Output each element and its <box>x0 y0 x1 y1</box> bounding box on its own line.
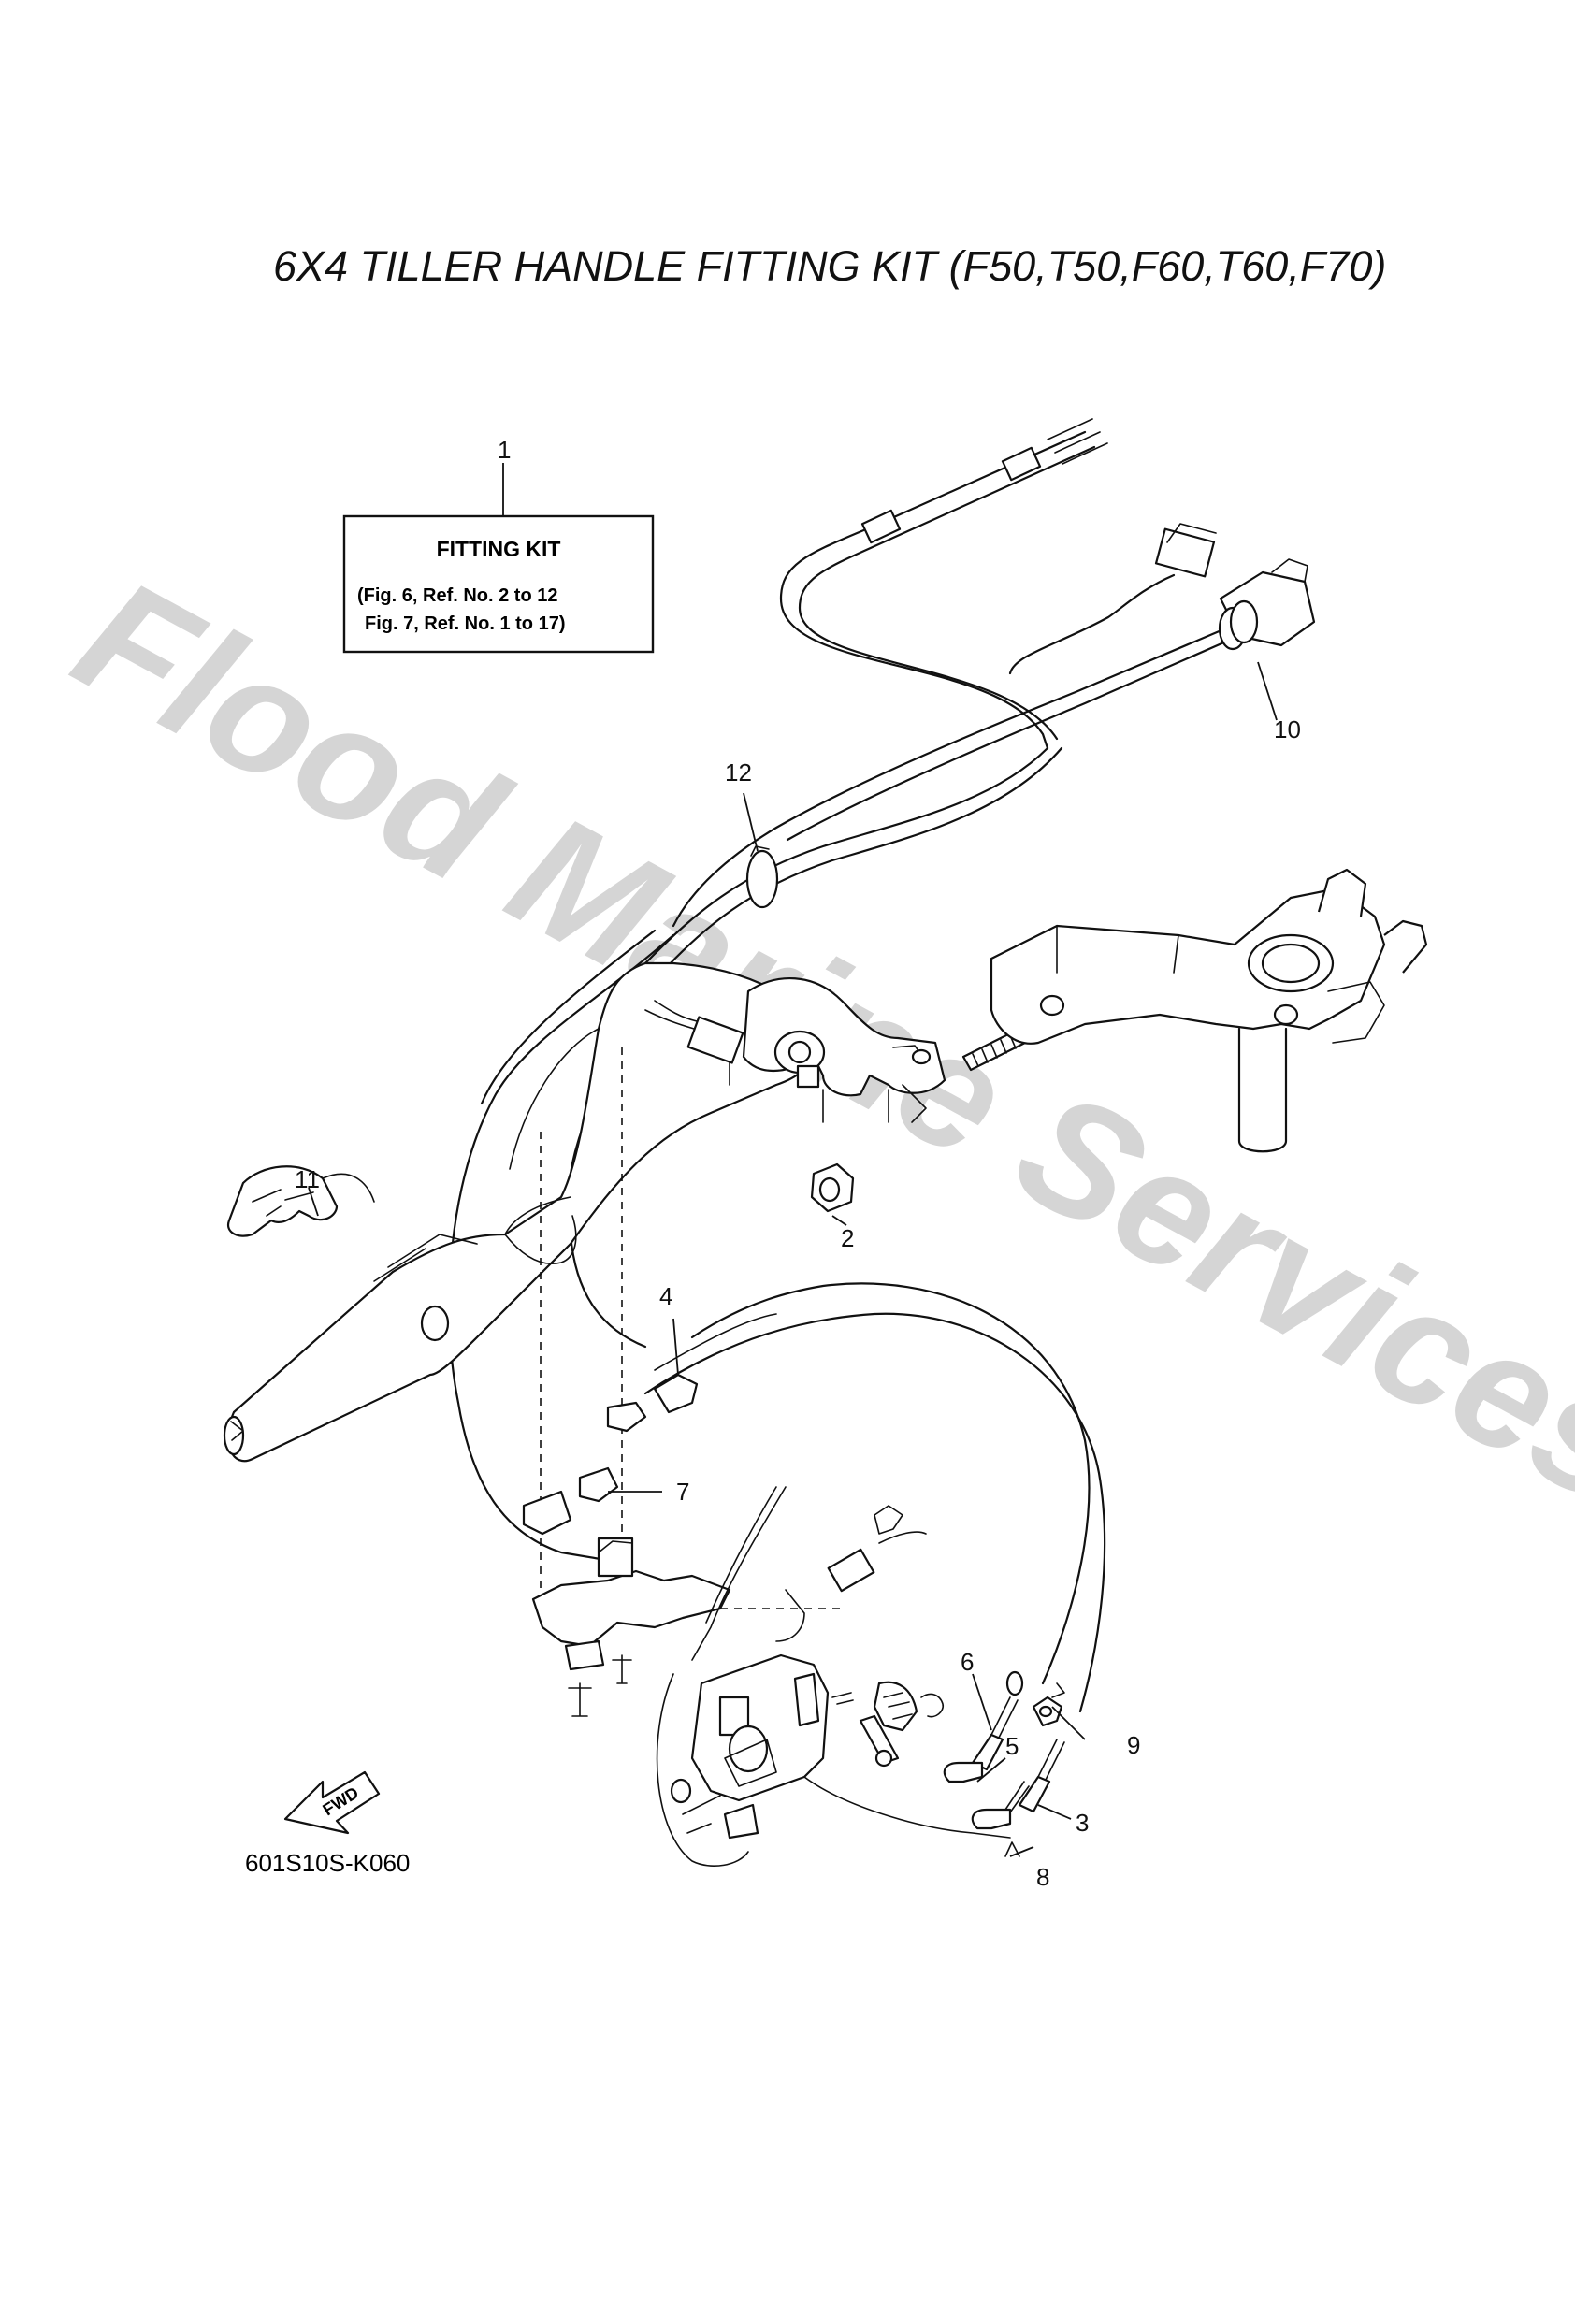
callout-6: 6 <box>961 1648 974 1676</box>
fitting-kit-line1: (Fig. 6, Ref. No. 2 to 12 <box>357 585 557 606</box>
callouts: 1 2 3 4 5 6 7 8 9 10 11 12 <box>295 436 1301 1891</box>
callout-1: 1 <box>498 436 511 464</box>
wire-harness <box>672 523 1316 928</box>
diagram-code: 601S10S-K060 <box>245 1849 410 1877</box>
cable-clamps <box>522 1373 699 1536</box>
throttle-lever <box>831 1681 945 1768</box>
nut-part <box>810 1162 855 1213</box>
callout-3: 3 <box>1076 1809 1089 1837</box>
callout-leaders <box>308 463 1278 1857</box>
throttle-control-assembly <box>656 1589 1011 1867</box>
callout-9: 9 <box>1127 1731 1140 1759</box>
control-cables <box>643 418 1108 970</box>
harness-connector <box>644 1000 744 1064</box>
forward-arrow: FWD <box>283 1770 381 1835</box>
mounting-brackets <box>531 1537 731 1717</box>
swivel-bracket <box>729 976 946 1123</box>
callout-7: 7 <box>676 1478 689 1506</box>
harness-clamp <box>745 845 779 909</box>
kill-switch <box>226 1165 375 1237</box>
steering-bracket <box>990 868 1428 1153</box>
shift-cables <box>691 1486 927 1661</box>
fitting-kit-label: FITTING KIT (Fig. 6, Ref. No. 2 to 12 Fi… <box>342 514 655 654</box>
cable-end-joints <box>943 1670 1065 1857</box>
callout-5: 5 <box>1005 1732 1019 1760</box>
callout-12: 12 <box>725 758 752 787</box>
callout-10: 10 <box>1274 715 1301 743</box>
fitting-kit-heading: FITTING KIT <box>437 537 561 561</box>
diagram-title: 6X4 TILLER HANDLE FITTING KIT (F50,T50,F… <box>273 242 1386 290</box>
callout-11: 11 <box>295 1165 320 1193</box>
fitting-kit-line2: Fig. 7, Ref. No. 1 to 17) <box>365 613 565 634</box>
callout-4: 4 <box>659 1282 672 1310</box>
callout-8: 8 <box>1036 1863 1049 1891</box>
callout-2: 2 <box>841 1224 854 1252</box>
